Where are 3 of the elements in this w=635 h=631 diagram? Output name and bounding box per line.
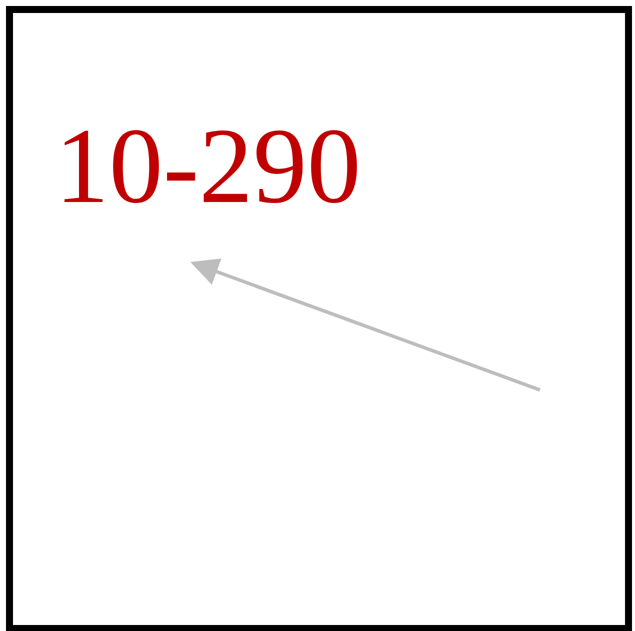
frame-box bbox=[6, 6, 632, 631]
arrow bbox=[190, 258, 541, 392]
label-text: 10-290 bbox=[55, 113, 361, 263]
